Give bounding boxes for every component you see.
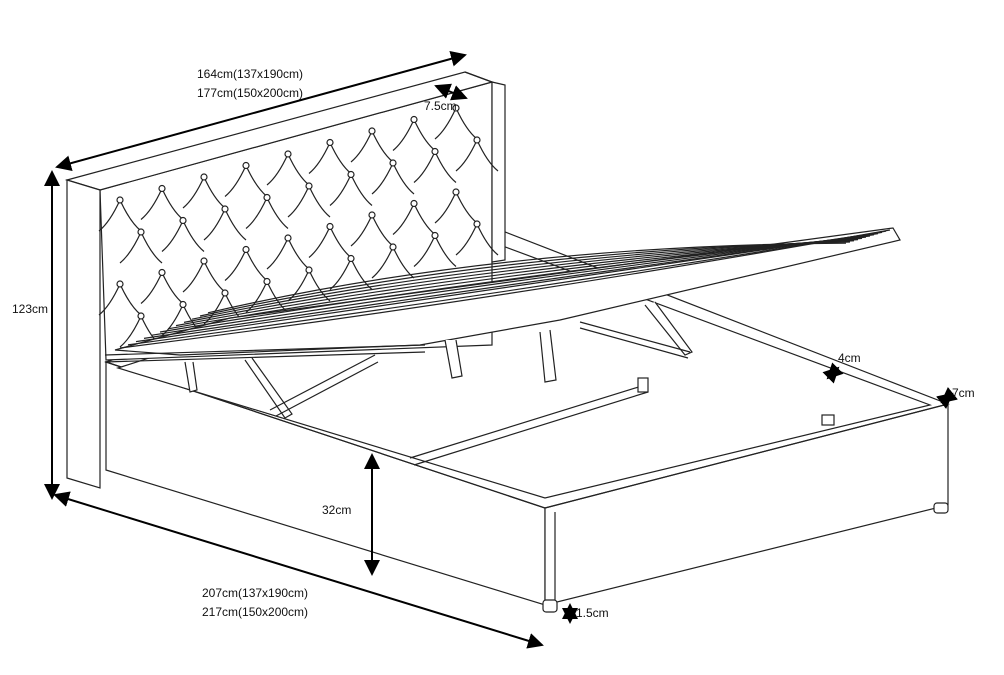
tuft-button (284, 150, 292, 158)
slat (175, 237, 863, 327)
tuft-button (368, 127, 376, 135)
tuft-button (473, 220, 481, 228)
tuft-button (116, 196, 124, 204)
slat (207, 242, 847, 314)
tuft-seam (329, 174, 373, 206)
tuft-button (389, 159, 397, 167)
slat (143, 233, 879, 339)
tuft-seam (245, 197, 289, 229)
slat (151, 234, 875, 336)
tuft-button (305, 266, 313, 274)
tuft-button (326, 138, 334, 147)
end-thickness-label: 7cm (952, 386, 975, 400)
foot-height-label: 1.5cm (576, 606, 609, 620)
slat (127, 230, 887, 346)
tuft-button (431, 231, 439, 240)
tuft-seam (203, 208, 247, 241)
dimension-lines (44, 50, 958, 649)
tuft-button (326, 222, 334, 231)
slat (119, 229, 891, 349)
tuft-button (137, 228, 145, 236)
foot (933, 502, 949, 514)
tuft-seam (413, 235, 457, 267)
tuft-button (158, 268, 166, 277)
tuft-button (389, 243, 397, 251)
tuft-seam (455, 223, 499, 256)
length-label-1: 207cm(137x190cm) (202, 586, 308, 600)
tuft-button (368, 211, 376, 219)
headboard-width-label-1: 164cm(137x190cm) (197, 67, 303, 81)
foot (542, 599, 558, 613)
tuft-button (242, 161, 250, 170)
tuft-seam (287, 185, 331, 218)
slat-deck (104, 227, 901, 419)
tuft-button (179, 216, 187, 225)
tuft-button (410, 199, 418, 208)
tuft-button (242, 245, 250, 254)
tuft-button (347, 170, 355, 179)
side-thickness-label: 4cm (838, 351, 861, 365)
tuft-button (221, 205, 229, 213)
tuft-button (116, 280, 124, 288)
tuft-button (179, 300, 187, 309)
tuft-button (473, 136, 481, 144)
frame-height-label: 32cm (322, 503, 351, 517)
length-label-2: 217cm(150x200cm) (202, 605, 308, 619)
slats (119, 229, 891, 349)
headboard-width-label-2: 177cm(150x200cm) (197, 86, 303, 100)
tuft-seam (119, 231, 163, 264)
slat (159, 235, 871, 333)
tuft-button (284, 234, 292, 242)
tuft-button (200, 173, 208, 181)
tuft-button (431, 147, 439, 156)
slat (167, 236, 867, 330)
tuft-button (158, 184, 166, 193)
tuft-button (305, 182, 313, 190)
tuft-seam (371, 246, 415, 279)
tuft-button (137, 312, 145, 320)
tuft-button (452, 188, 460, 196)
tuft-button (200, 257, 208, 265)
total-height-label: 123cm (12, 302, 48, 316)
tuft-button (263, 193, 271, 202)
tuft-button (221, 289, 229, 297)
tuft-seam (161, 220, 205, 252)
tuft-button (347, 254, 355, 263)
tuft-button (410, 115, 418, 124)
headboard-thickness-label: 7.5cm (424, 99, 457, 113)
tuft-button (263, 277, 271, 286)
